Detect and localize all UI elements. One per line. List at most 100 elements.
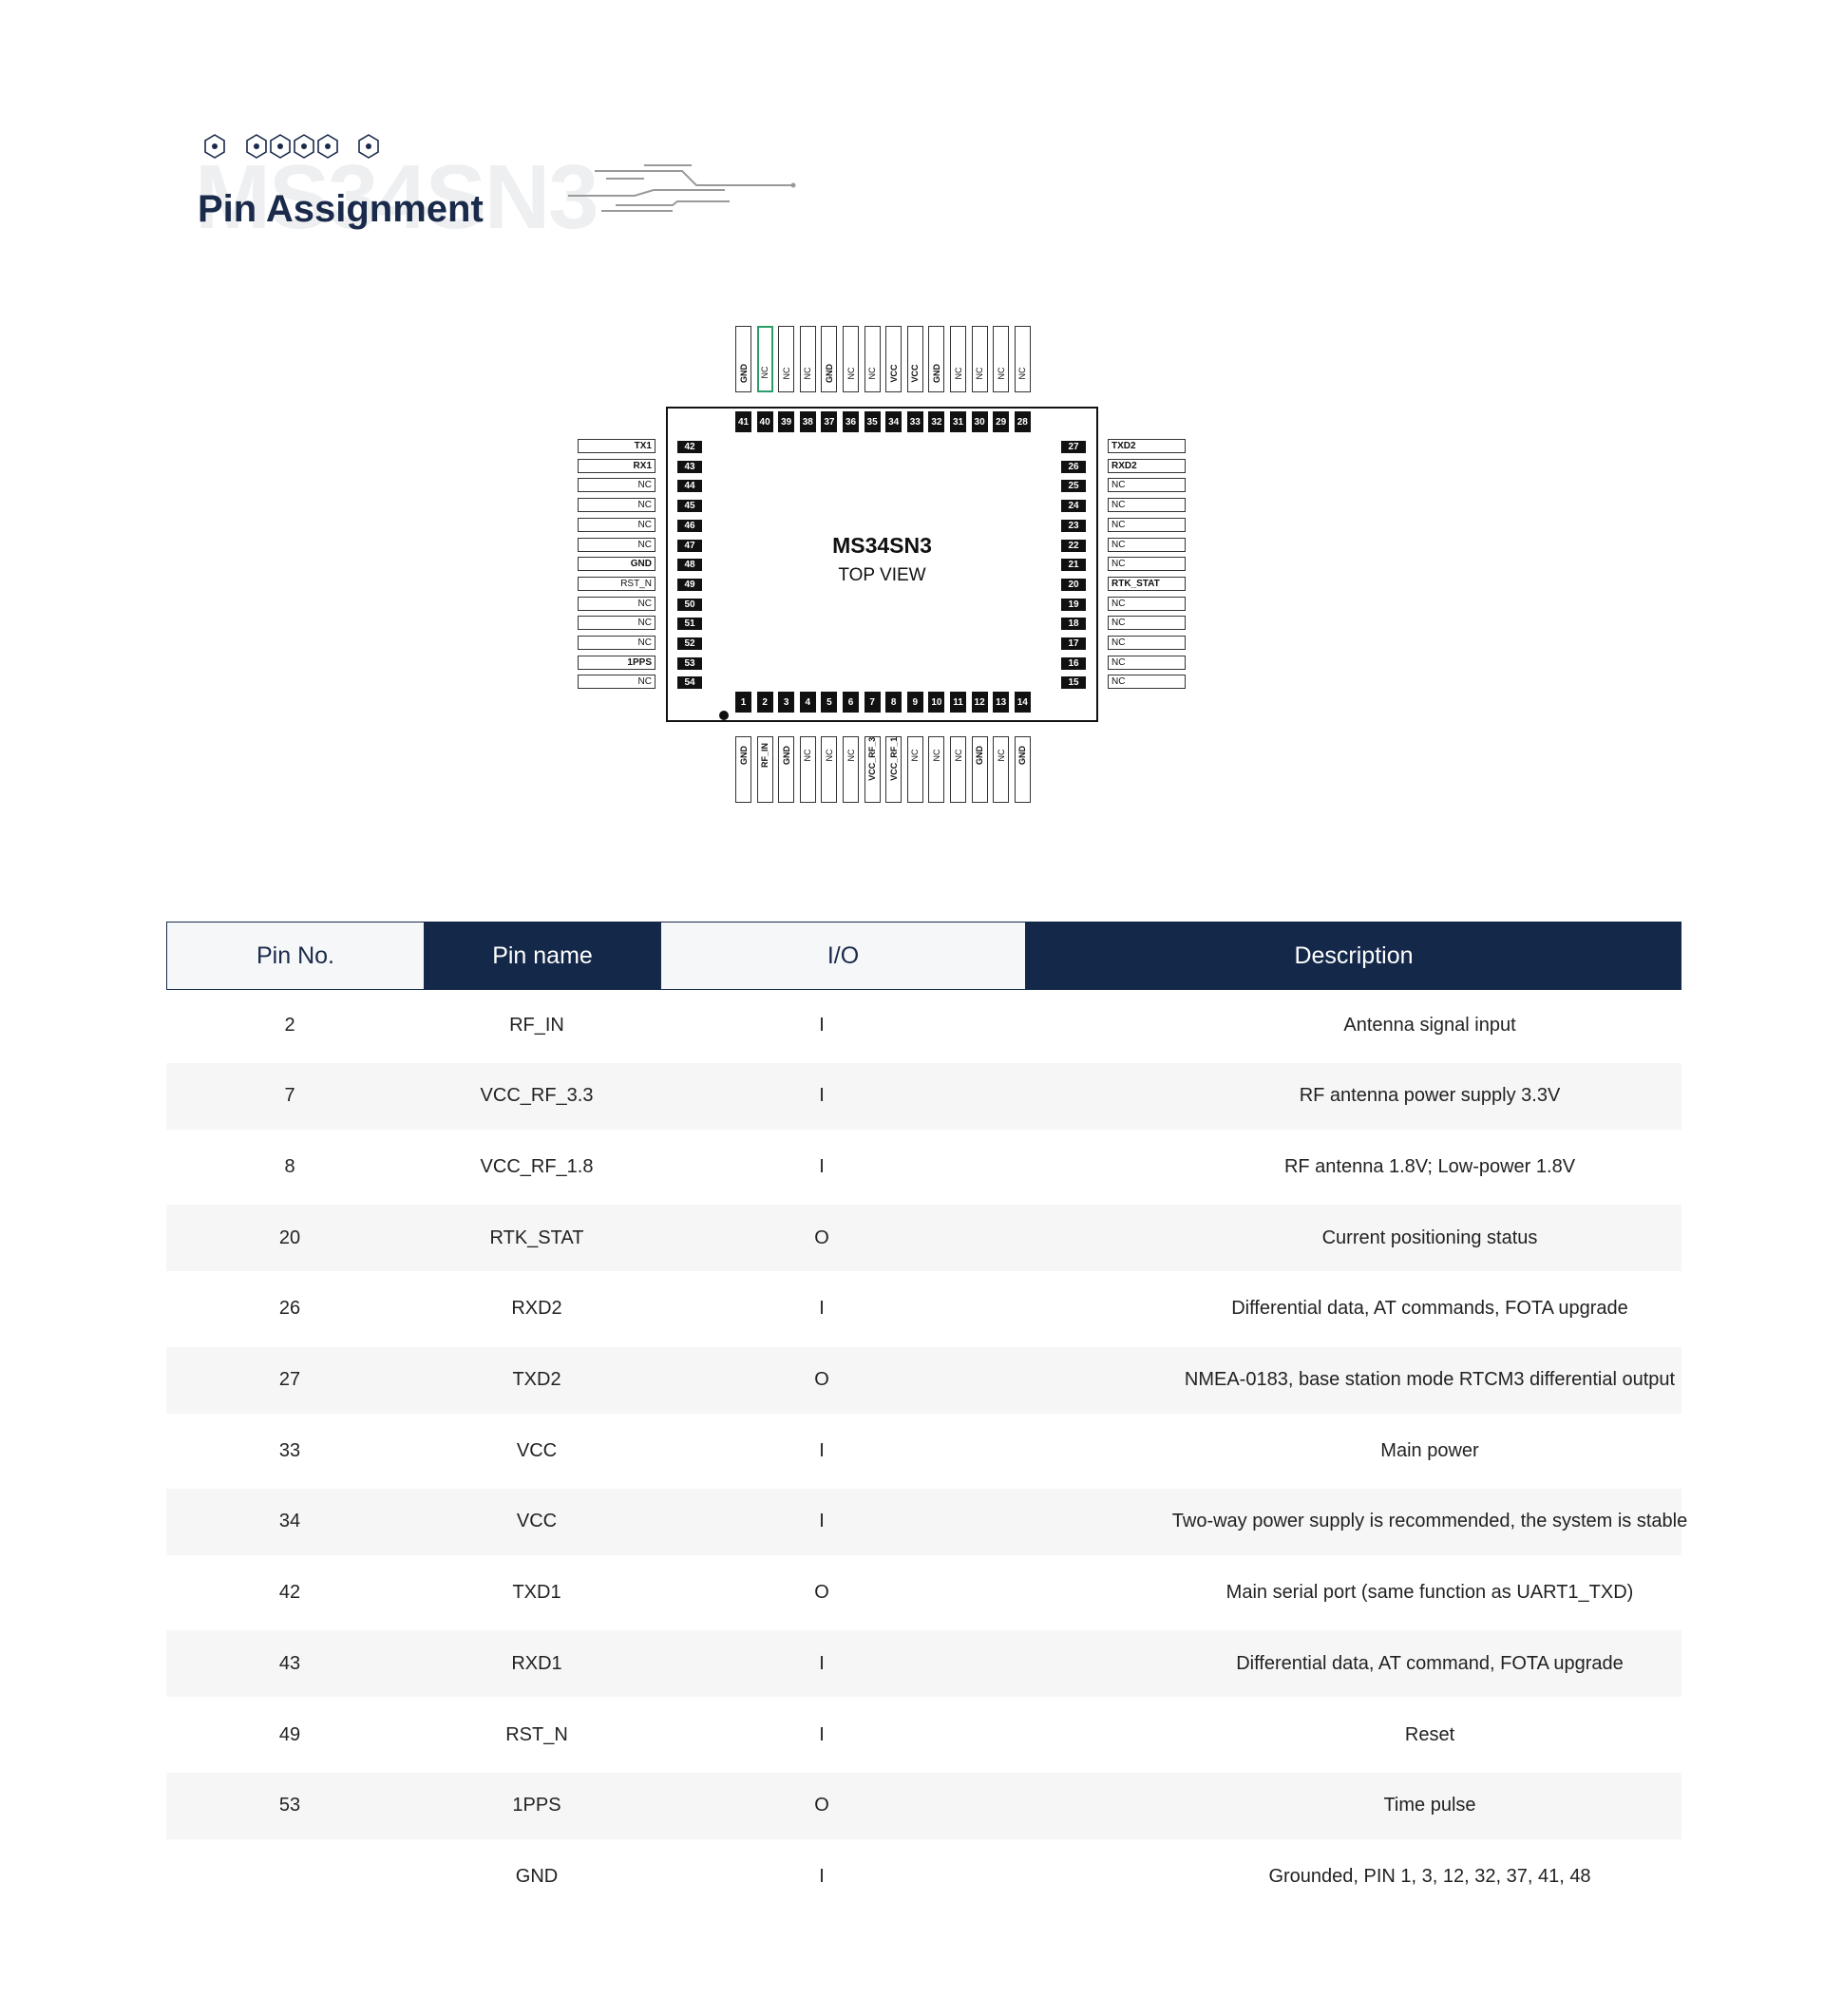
pin-pad-right: 16 (1061, 656, 1086, 670)
pin-pad-right: 20 (1061, 578, 1086, 591)
description-cell: Reset (1404, 1723, 1455, 1745)
io-cell: I (819, 1511, 825, 1532)
pin-label-bottom: RF_IN (756, 736, 773, 803)
pin-pad-bottom: 13 (993, 692, 1010, 713)
pin-label-right: NC (1108, 557, 1186, 572)
io-cell: O (814, 1227, 829, 1248)
pin-label-bottom: GND (1014, 736, 1031, 803)
pin-label-text: NC (867, 367, 878, 380)
pin-pad-right: 25 (1061, 480, 1086, 493)
description-cell: Main power (1380, 1439, 1479, 1461)
pin-pad-right: 24 (1061, 500, 1086, 513)
pin-pad-bottom: 5 (821, 692, 838, 713)
pin-label-right: NC (1108, 478, 1186, 493)
pin-label-top: GND (928, 326, 945, 392)
pin-name-cell: VCC_RF_3.3 (480, 1085, 594, 1107)
pin-label-bottom: NC (821, 736, 838, 803)
pin-label-text: VCC (888, 364, 899, 383)
pin-label-text: NC (996, 367, 1006, 380)
pin-label-top: GND (821, 326, 838, 392)
pin-pad-top: 29 (993, 411, 1010, 432)
header-pin-name: Pin name (425, 922, 660, 990)
pin-label-left: NC (578, 675, 656, 690)
chip-name: MS34SN3 (832, 533, 932, 558)
pin-pad-left: 50 (677, 598, 702, 611)
pin-label-text: VCC (910, 364, 921, 383)
io-cell: I (819, 1155, 825, 1177)
pin-pad-right: 27 (1061, 441, 1086, 453)
pin-label-right: RTK_STAT (1108, 576, 1186, 591)
pin-label-text: NC (1017, 367, 1028, 380)
pin-number-cell: 33 (278, 1439, 301, 1461)
pin-label-bottom: GND (778, 736, 795, 803)
pin-label-top: VCC (906, 326, 923, 392)
pin-label-text: VCC_RF_1.8 (888, 736, 899, 781)
pin-number-cell (166, 1843, 413, 1910)
pin-pad-right: 26 (1061, 460, 1086, 473)
pin-number-cell: 49 (278, 1723, 301, 1745)
io-cell: I (819, 1298, 825, 1320)
pin-pad-bottom: 3 (778, 692, 795, 713)
pin-name-cell: RXD1 (511, 1652, 562, 1674)
pin-pad-top: 33 (906, 411, 923, 432)
pin-label-right: RXD2 (1108, 458, 1186, 473)
description-cell: Differential data, AT command, FOTA upgr… (1236, 1652, 1624, 1674)
pin-pad-right: 15 (1061, 676, 1086, 690)
pin-pad-top: 41 (735, 411, 751, 432)
pin-label-right: NC (1108, 517, 1186, 532)
pin-label-left: NC (578, 478, 656, 493)
pin-pad-right: 19 (1061, 598, 1086, 611)
pin-label-left: NC (578, 616, 656, 631)
description-cell: Time pulse (1383, 1795, 1476, 1816)
io-cell: I (819, 1652, 825, 1674)
description-cell: Two-way power supply is recommended, the… (1171, 1511, 1688, 1532)
pin-pad-left: 43 (677, 460, 702, 473)
pin-pad-right: 23 (1061, 519, 1086, 532)
pin-label-left: TX1 (578, 439, 656, 453)
pin-name-cell: 1PPS (512, 1795, 561, 1816)
pin-label-right: NC (1108, 498, 1186, 513)
pin-pad-left: 45 (677, 500, 702, 513)
pin-label-top: NC (1014, 326, 1031, 392)
pin-pad-bottom: 1 (735, 692, 751, 713)
pin-number-cell: 53 (278, 1795, 301, 1816)
pin-label-right: NC (1108, 596, 1186, 611)
pin-name-cell: RST_N (505, 1723, 568, 1745)
pin-label-left: NC (578, 537, 656, 552)
pin-label-text: NC (781, 367, 791, 380)
pin-label-text: NC (910, 749, 921, 762)
pin-label-text: NC (953, 367, 963, 380)
io-cell: I (819, 1865, 825, 1887)
pin-number-cell: 20 (278, 1227, 301, 1248)
pin-label-text: GND (781, 746, 791, 765)
pin-pad-bottom: 14 (1014, 692, 1031, 713)
pin-label-right: NC (1108, 675, 1186, 690)
description-cell: Antenna signal input (1343, 1014, 1516, 1036)
pin-pad-bottom: 12 (971, 692, 988, 713)
pin-label-text: NC (846, 367, 856, 380)
io-cell: I (819, 1439, 825, 1461)
pin-number-cell: 8 (284, 1155, 295, 1177)
pin-label-text: GND (824, 364, 834, 383)
pin-pad-bottom: 4 (799, 692, 816, 713)
pin-pad-left: 44 (677, 480, 702, 493)
pin-label-text: NC (996, 749, 1006, 762)
io-cell: O (814, 1795, 829, 1816)
pin-label-text: NC (760, 366, 770, 379)
pin-label-left: GND (578, 557, 656, 572)
pin-label-bottom: VCC_RF_3.3 (864, 736, 881, 803)
pin-label-left: NC (578, 498, 656, 513)
pin-pad-top: 30 (971, 411, 988, 432)
